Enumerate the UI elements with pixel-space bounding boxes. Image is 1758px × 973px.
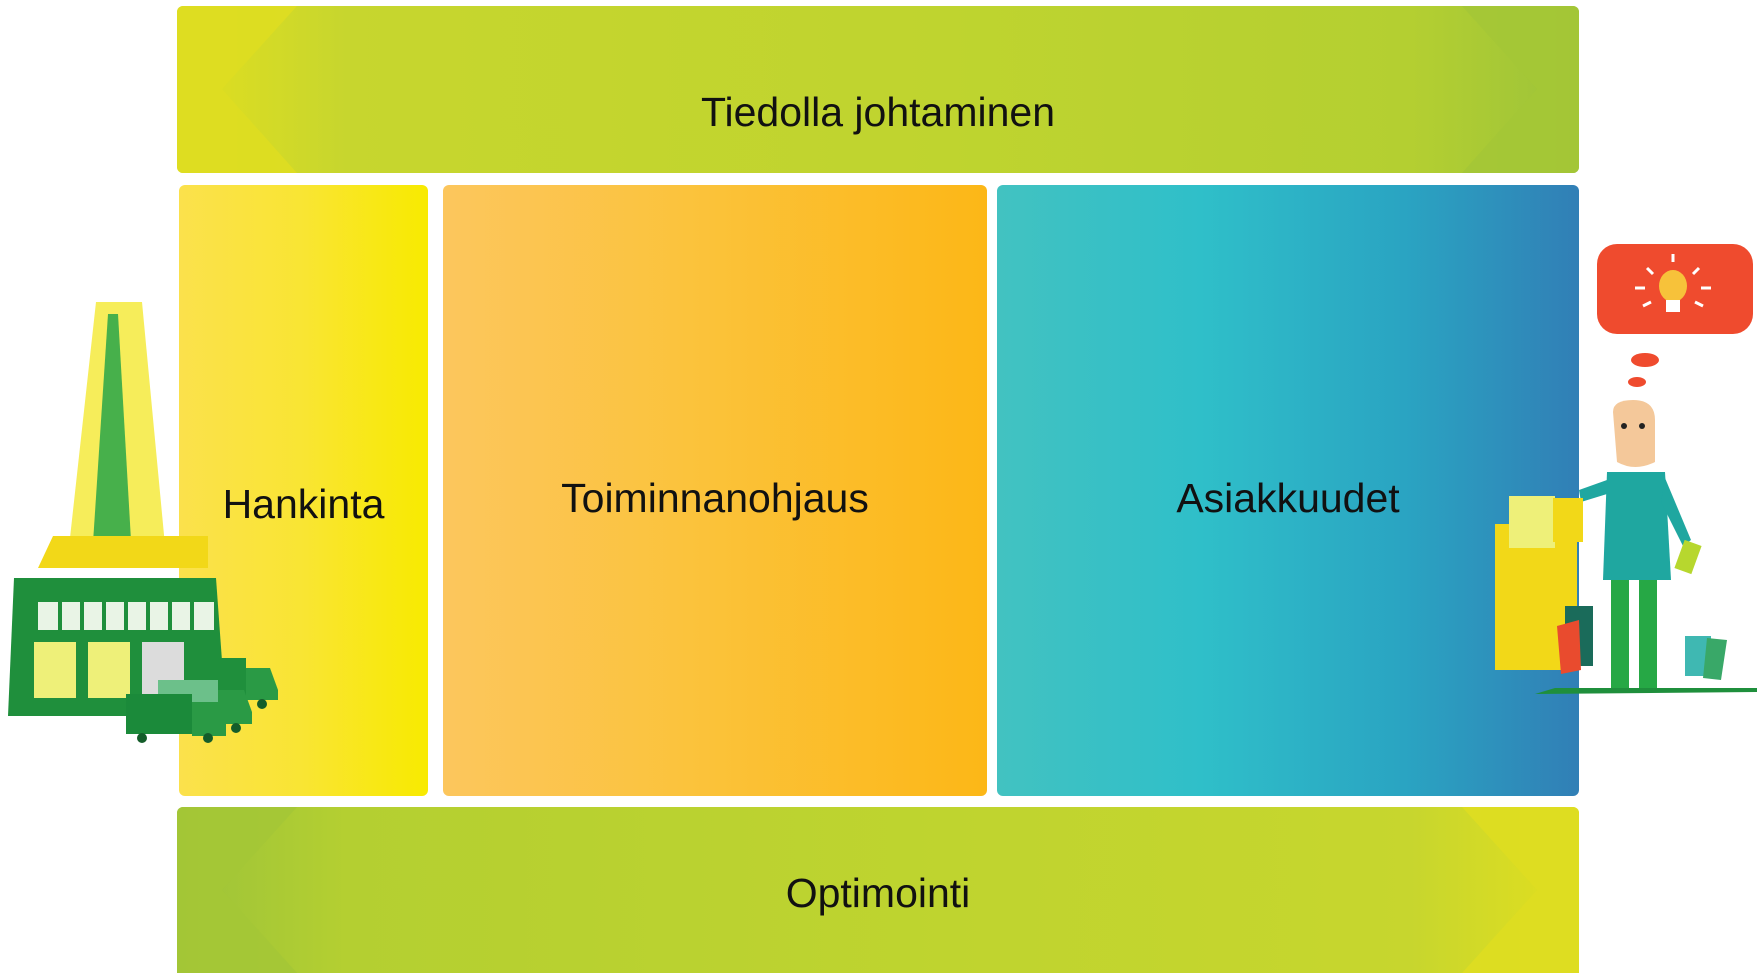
column-asiakkuudet: Asiakkuudet — [997, 185, 1579, 796]
band-optimointi: Optimointi — [177, 807, 1579, 973]
column-toiminnanohjaus: Toiminnanohjaus — [443, 185, 987, 796]
double-arrow-shape — [177, 807, 1579, 973]
lightbulb-icon — [1597, 244, 1753, 387]
phone-icon — [1674, 539, 1702, 575]
column-label-toiminnanohjaus: Toiminnanohjaus — [561, 475, 869, 521]
double-arrow-shape — [177, 6, 1579, 173]
column-label-hankinta: Hankinta — [222, 481, 385, 527]
factory-icon — [8, 302, 278, 743]
person-icon — [1495, 244, 1757, 694]
column-label-asiakkuudet: Asiakkuudet — [1176, 475, 1400, 521]
band-label: Tiedolla johtaminen — [700, 89, 1056, 135]
truck-icon — [126, 694, 226, 743]
band-tiedolla-johtaminen: Tiedolla johtaminen — [177, 6, 1579, 173]
band-label: Optimointi — [785, 870, 971, 916]
